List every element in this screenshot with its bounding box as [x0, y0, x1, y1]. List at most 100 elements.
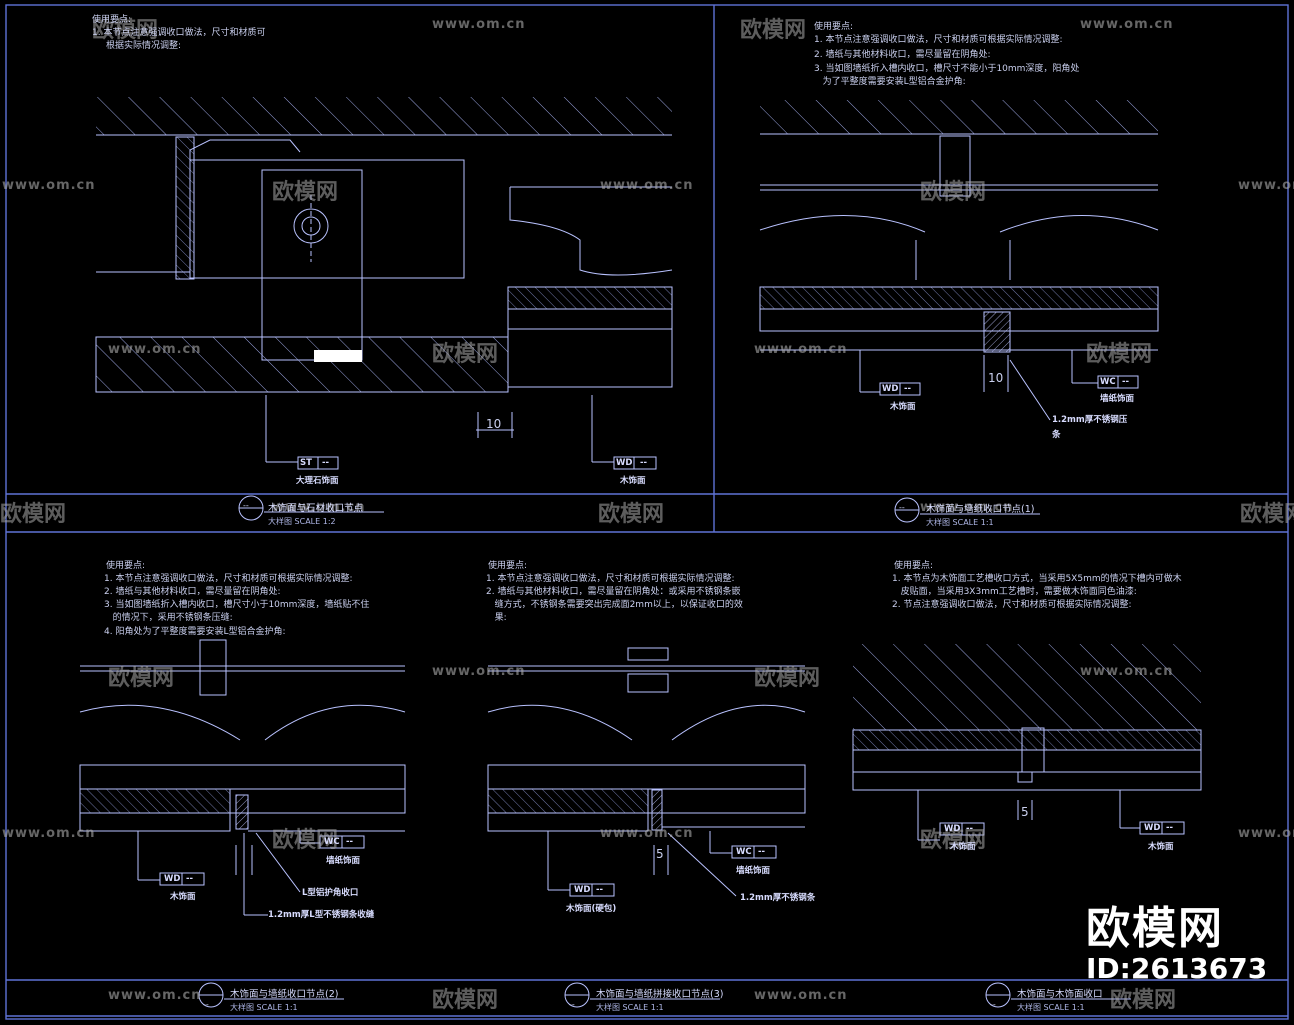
material-code-dash: --: [596, 885, 604, 895]
note-line: 果:: [486, 613, 507, 623]
detail-scale: 大样图 SCALE 1:1: [926, 518, 994, 527]
note-line: 根据实际情况调整:: [106, 41, 182, 51]
material-label: 木饰面: [890, 402, 916, 412]
detail-title: 木饰面与木饰面收口: [1017, 989, 1103, 1000]
note-line: 2. 墙纸与其他材料收口，需尽量留在阴角处：或采用不锈钢条嵌: [486, 587, 741, 597]
note-line: 4. 阳角处为了平整度需要安装L型铝合金护角:: [104, 627, 286, 637]
watermark-logo: 欧模网: [272, 828, 339, 853]
dimension-label: 10: [486, 417, 502, 431]
callout-label: 1.2mm厚L型不锈钢条收缝: [268, 910, 375, 920]
material-code-dash: --: [640, 458, 648, 468]
material-code-dash: --: [322, 458, 330, 468]
callout-label: 1.2mm厚不锈钢压: [1052, 415, 1128, 425]
watermark-url: www.om.cn: [754, 342, 848, 357]
note-line: 2. 墙纸与其他材料收口，需尽量留在阴角处:: [104, 587, 281, 597]
material-label: 墙纸饰面: [326, 856, 361, 866]
detail-title: 木饰面与墙纸收口节点(1): [926, 504, 1035, 515]
note-title: 使用要点:: [814, 22, 854, 32]
note-title: 使用要点:: [92, 15, 132, 25]
watermark-logo: 欧模网: [1110, 988, 1177, 1013]
watermark-url: www.om.cn: [2, 826, 96, 841]
panel-5-drawing: [852, 644, 1202, 1008]
watermark-logo: 欧模网: [598, 502, 665, 527]
material-label: 木饰面: [1148, 842, 1174, 852]
watermark-url: www.om.cn: [1080, 664, 1174, 679]
dimension-label: 5: [656, 847, 664, 861]
material-code-dash: --: [186, 874, 194, 884]
detail-scale: 大样图 SCALE 1:1: [596, 1003, 664, 1012]
detail-scale: 大样图 SCALE 1:1: [230, 1003, 298, 1012]
watermark-url: www.om.cn: [600, 826, 694, 841]
note-line: 1. 本节点注意强调收口做法，尺寸和材质可根据实际情况调整:: [486, 574, 735, 584]
material-label: 墙纸饰面: [1100, 394, 1135, 404]
panel-3-drawing: [79, 639, 406, 1008]
detail-scale: 大样图 SCALE 1:2: [268, 517, 336, 526]
watermark-url: www.om.cn: [1080, 17, 1174, 32]
note-line: 1. 本节点注意强调收口做法，尺寸和材质可根据实际情况调整:: [814, 35, 1063, 45]
watermark-url: www.om.cn: [920, 500, 1014, 515]
watermark-url: www.om.cn: [432, 664, 526, 679]
title-dash: --: [243, 501, 249, 510]
note-line: 皮贴面，当采用3X3mm工艺槽时，需要做木饰面同色油漆:: [892, 587, 1137, 597]
panel-1-drawing: [95, 97, 673, 521]
material-code: WD: [882, 384, 899, 394]
material-label: 木饰面(硬包): [566, 904, 617, 914]
note-line: 为了平整度需要安装L型铝合金护角:: [814, 77, 966, 87]
watermark-logo: 欧模网: [432, 988, 499, 1013]
material-code-dash: --: [346, 837, 354, 847]
material-code: WD: [944, 824, 961, 834]
sheet-frame: [5, 4, 1289, 1020]
detail-title: 木饰面与墙纸收口节点(2): [230, 989, 339, 1000]
title-dash: --: [990, 1000, 996, 1009]
watermark-logo: 欧模网: [92, 18, 159, 43]
callout-label: 条: [1052, 430, 1061, 440]
note-line: 的情况下，采用不锈钢条压缝:: [104, 613, 233, 623]
detail-title: 木饰面与墙纸拼接收口节点(3): [596, 989, 724, 1000]
material-label: 木饰面: [620, 476, 646, 486]
watermark-url: www.om.cn: [1238, 826, 1294, 841]
watermark-url: www.om.cn: [432, 17, 526, 32]
material-label: 大理石饰面: [296, 476, 339, 486]
title-dash: --: [203, 1000, 209, 1009]
material-code: ST: [300, 458, 312, 468]
note-line: 2. 节点注意强调收口做法，尺寸和材质可根据实际情况调整:: [892, 600, 1132, 610]
detail-scale: 大样图 SCALE 1:1: [1017, 1003, 1085, 1012]
watermark-url: www.om.cn: [600, 178, 694, 193]
material-code: WC: [736, 847, 752, 857]
watermark-url: www.om.cn: [2, 178, 96, 193]
brand-logo-text: 欧模网: [1086, 903, 1224, 954]
material-code-dash: --: [758, 847, 766, 857]
watermark-logo: 欧模网: [432, 342, 499, 367]
material-code-dash: --: [1122, 377, 1130, 387]
title-dash: --: [569, 1000, 575, 1009]
note-line: 3. 当如图墙纸折入槽内收口，槽尺寸不能小于10mm深度，阳角处: [814, 64, 1080, 74]
material-label: 木饰面: [170, 892, 196, 902]
watermark-url: www.om.cn: [754, 988, 848, 1003]
material-code: WC: [324, 837, 340, 847]
panel-2-drawing: [759, 100, 1159, 523]
note-line: 缝方式，不锈钢条需要突出完成面2mm以上，以保证收口的效: [486, 600, 743, 610]
title-dash: --: [899, 503, 905, 512]
panel-4-drawing: [487, 647, 806, 1008]
material-code-dash: --: [904, 384, 912, 394]
material-code: WD: [1144, 823, 1161, 833]
dimension-label: 5: [1021, 805, 1029, 819]
note-line: 3. 当如图墙纸折入槽内收口，槽尺寸小于10mm深度，墙纸贴不住: [104, 600, 370, 610]
watermark-url: www.om.cn: [108, 988, 202, 1003]
detail-title: 木饰面与石材收口节点: [268, 503, 364, 514]
note-title: 使用要点:: [106, 561, 146, 571]
note-line: 2. 墙纸与其他材料收口，需尽量留在阴角处:: [814, 50, 991, 60]
material-label: 墙纸饰面: [736, 866, 771, 876]
watermark-logo: 欧模网: [1086, 342, 1153, 367]
note-line: 1. 本节点为木饰面工艺槽收口方式，当采用5X5mm的情况下槽内可做木: [892, 574, 1182, 584]
watermark-url: www.om.cn: [272, 500, 366, 515]
watermark-url: www.om.cn: [108, 342, 202, 357]
material-code-dash: --: [966, 824, 974, 834]
callout-label: 1.2mm厚不锈钢条: [740, 893, 816, 903]
note-title: 使用要点:: [488, 561, 528, 571]
watermark-logo: 欧模网: [1240, 502, 1294, 527]
material-label: 木饰面: [950, 842, 976, 852]
watermark-logo: 欧模网: [740, 18, 807, 43]
dimension-label: 10: [988, 371, 1004, 385]
